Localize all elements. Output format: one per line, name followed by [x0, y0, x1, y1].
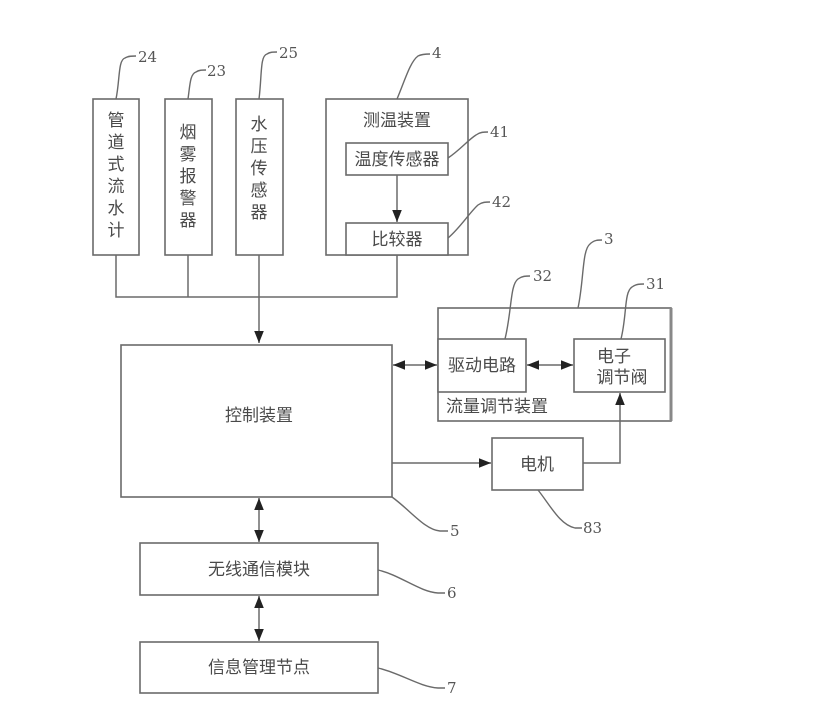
vertical-label-char: 计: [108, 221, 125, 241]
comparator-block: [345, 222, 449, 256]
controller-block: 控制装置: [120, 344, 393, 498]
smoke-alarm-label: 烟雾报警器: [180, 123, 197, 231]
drive-circuit-label: 驱动电路: [448, 356, 516, 376]
vertical-label-char: 警: [180, 189, 197, 209]
ref-24: 24: [138, 48, 157, 66]
vertical-label-char: 压: [251, 137, 268, 157]
vertical-label-char: 器: [251, 203, 268, 223]
temperature-sensor-block: [345, 142, 449, 176]
flow-regulator-label: 流量调节装置: [446, 397, 548, 417]
smoke-alarm-block: 烟雾报警器: [164, 98, 213, 256]
wireless-module-label: 无线通信模块: [208, 560, 310, 580]
vertical-label-char: 水: [108, 199, 125, 219]
wireless-module-block: 无线通信模块: [139, 542, 379, 596]
vertical-label-char: 流: [108, 177, 125, 197]
temperature-device-block: 测温装置 温度传感器 比较器: [325, 98, 469, 256]
reference-leaders: 24 23 25 4 41 42 3 32 31 5 83 6 7: [115, 44, 665, 697]
valve-block: [573, 338, 666, 393]
ref-5: 5: [450, 522, 460, 540]
pressure-sensor-label: 水压传感器: [251, 115, 268, 223]
temperature-sensor-label: 温度传感器: [355, 150, 440, 170]
valve-label-line2: 调节阀: [597, 368, 648, 388]
valve-label-line1: 电子: [597, 347, 631, 367]
pressure-sensor-block: 水压传感器: [235, 98, 284, 256]
controller-label: 控制装置: [225, 406, 293, 426]
temperature-device-label: 测温装置: [363, 111, 431, 131]
vertical-label-char: 感: [251, 181, 268, 201]
ref-32: 32: [533, 267, 552, 285]
ref-42: 42: [492, 193, 511, 211]
ref-6: 6: [447, 584, 457, 602]
vertical-label-char: 水: [251, 115, 268, 135]
vertical-label-char: 报: [180, 167, 197, 187]
vertical-label-char: 式: [108, 155, 125, 175]
vertical-label-char: 管: [108, 111, 125, 131]
ref-31: 31: [646, 275, 665, 293]
info-node-block: 信息管理节点: [139, 641, 379, 694]
vertical-label-char: 器: [180, 211, 197, 231]
ref-41: 41: [490, 123, 509, 141]
sensor-bus: [115, 255, 398, 343]
info-node-label: 信息管理节点: [208, 658, 310, 678]
vertical-label-char: 雾: [180, 145, 197, 165]
ref-23: 23: [207, 62, 226, 80]
motor-block: 电机: [491, 437, 584, 491]
ref-7: 7: [447, 679, 457, 697]
vertical-label-char: 传: [251, 159, 268, 179]
vertical-label-char: 烟: [180, 123, 197, 143]
motor-label: 电机: [520, 455, 554, 475]
flow-meter-block: 管道式流水计: [92, 98, 140, 256]
comparator-label: 比较器: [372, 230, 423, 250]
ref-25: 25: [279, 44, 298, 62]
ref-83: 83: [583, 519, 602, 537]
ref-4: 4: [432, 44, 442, 62]
flow-meter-label: 管道式流水计: [108, 111, 125, 241]
ref-3: 3: [604, 230, 614, 248]
motor-valve-arrow: [583, 393, 625, 464]
vertical-label-char: 道: [108, 133, 125, 153]
drive-circuit-block: [437, 338, 527, 393]
